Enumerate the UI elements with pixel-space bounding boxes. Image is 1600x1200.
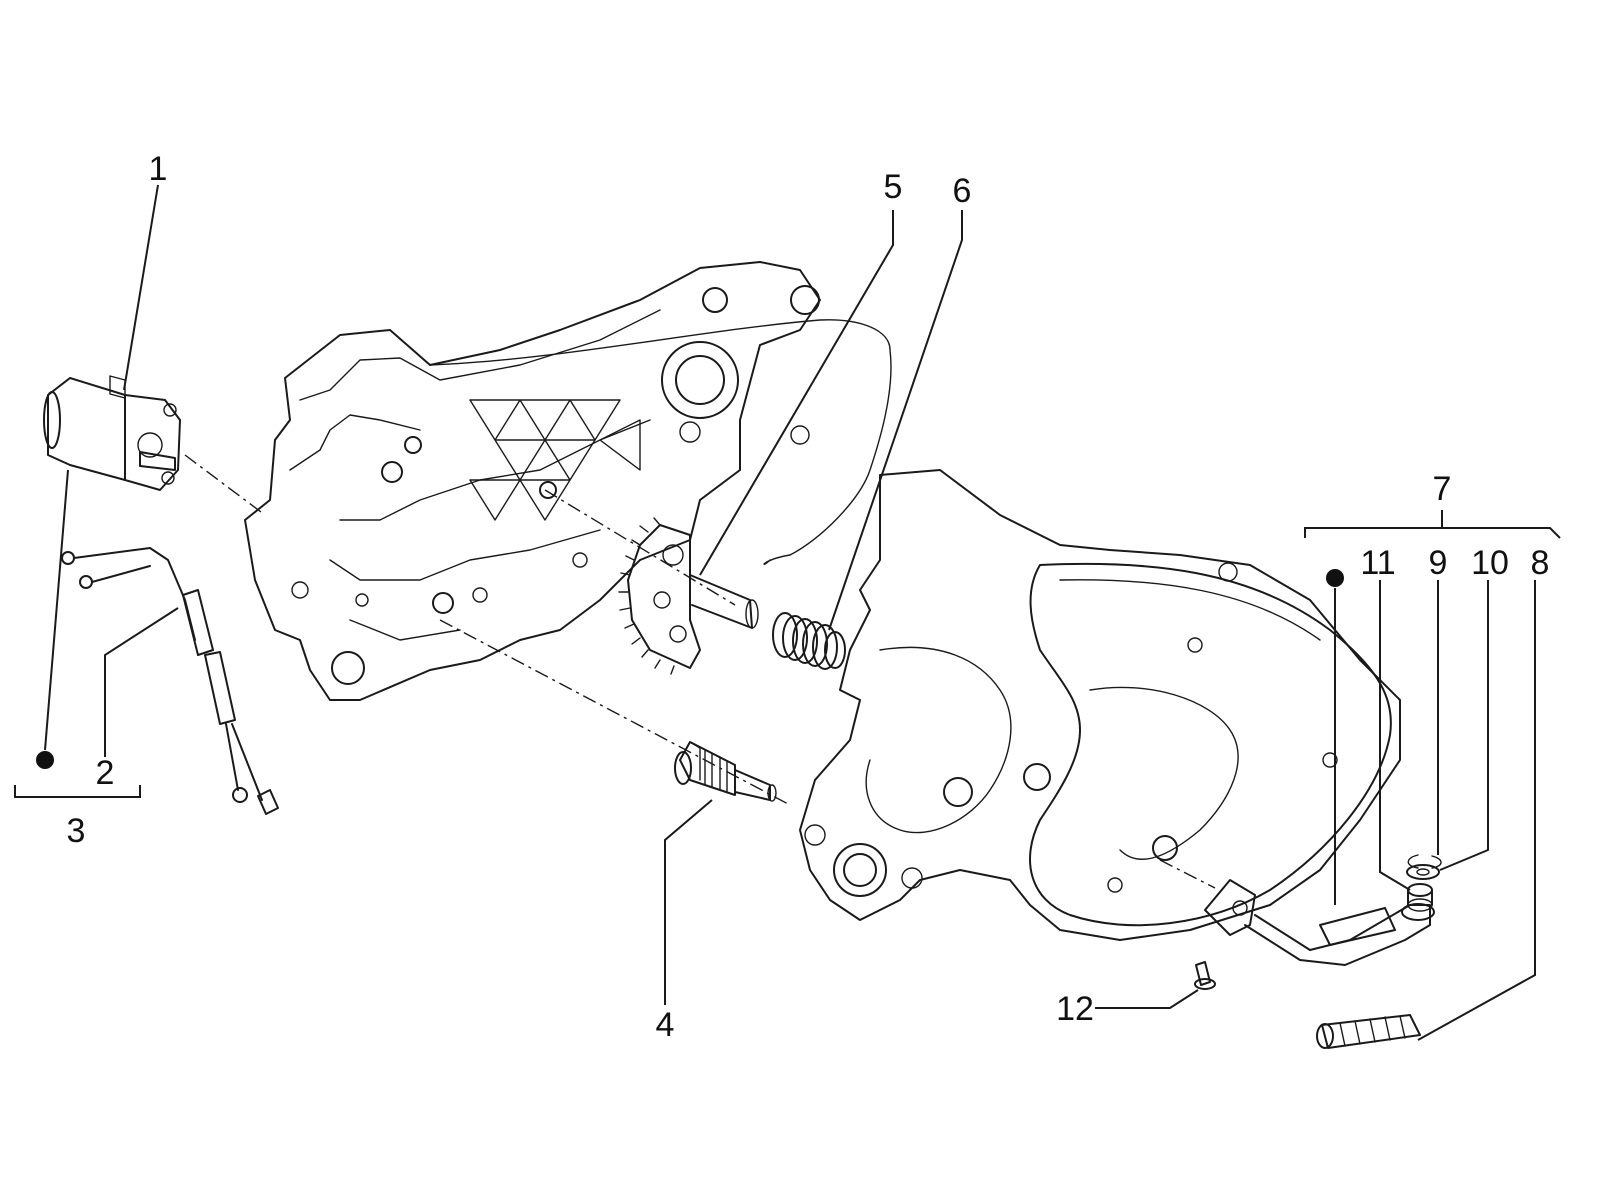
rubber-grip (1316, 1014, 1421, 1049)
kit-dot-right-marker (1326, 569, 1344, 587)
crankcase (244, 261, 892, 701)
kickstart-lever (1204, 879, 1435, 966)
callout-7: 7 (1433, 470, 1452, 508)
washers-bushing (1406, 854, 1442, 912)
callout-9: 9 (1429, 544, 1448, 582)
callout-2: 2 (96, 754, 115, 792)
callout-10: 10 (1471, 544, 1509, 582)
callout-labels: 1 2 3 4 5 6 7 8 9 10 11 12 (67, 150, 1550, 1044)
callout-8: 8 (1531, 544, 1550, 582)
callout-5: 5 (884, 168, 903, 206)
callout-6: 6 (953, 172, 972, 210)
wiring-harness (61, 547, 279, 815)
screw (1194, 961, 1216, 990)
starter-motor (43, 375, 181, 491)
callout-4: 4 (656, 1006, 675, 1044)
leader-lines (14, 184, 1561, 1041)
kickstart-spring (772, 612, 846, 670)
starter-pinion (674, 741, 777, 802)
callout-1: 1 (149, 150, 168, 188)
kickstart-gear-segment (618, 517, 759, 675)
kickstart-cover (799, 469, 1401, 941)
callout-11: 11 (1360, 544, 1395, 582)
callout-3: 3 (67, 812, 86, 850)
callout-12: 12 (1056, 990, 1094, 1028)
kit-dot-left-marker (36, 751, 54, 769)
